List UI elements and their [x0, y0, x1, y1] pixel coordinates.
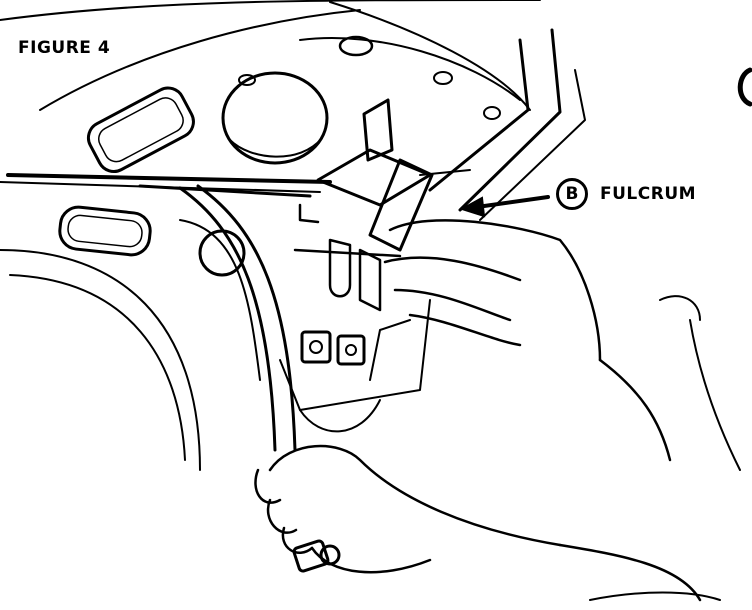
- tool-rod: [178, 184, 297, 452]
- callout-label: FULCRUM: [600, 184, 697, 204]
- figure-title: FIGURE 4: [18, 38, 111, 58]
- upper-panel: [0, 0, 541, 111]
- callout-letter-badge: B: [556, 178, 588, 210]
- handle-cap: [292, 539, 341, 573]
- edge-circle-fragment: [737, 67, 752, 107]
- latch-bracket: [293, 98, 434, 312]
- fulcrum-callout: B FULCRUM: [556, 178, 696, 210]
- small-switches: [300, 330, 366, 366]
- small-plugs: [238, 35, 501, 120]
- fulcrum-arrow: [459, 195, 550, 218]
- window-channel: [428, 28, 586, 221]
- lower-structure: [279, 299, 431, 433]
- right-hand: [383, 219, 741, 471]
- inner-door-curves: [0, 219, 261, 471]
- left-hand: [254, 444, 721, 602]
- lower-slot: [58, 205, 152, 257]
- access-panel: [86, 86, 195, 173]
- round-plug: [221, 71, 329, 165]
